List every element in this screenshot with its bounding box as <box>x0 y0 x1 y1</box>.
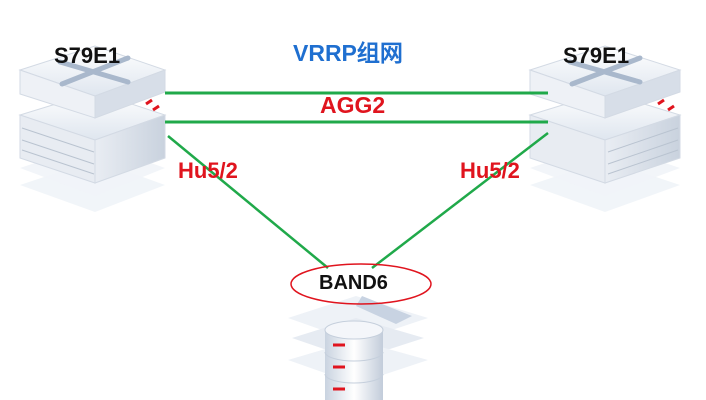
network-switch-icon <box>528 45 682 212</box>
server-label: BAND6 <box>319 272 388 294</box>
link-left-to-server <box>167 135 329 269</box>
database-server-icon <box>288 296 428 400</box>
switch-left <box>18 45 167 212</box>
server <box>288 296 428 400</box>
switch-right-label: S79E1 <box>563 43 630 68</box>
agg-label: AGG2 <box>320 92 386 118</box>
switch-left-label: S79E1 <box>54 43 121 68</box>
network-switch-icon <box>18 45 167 212</box>
links <box>165 91 549 269</box>
server-highlight-ellipse <box>290 263 432 305</box>
link-right-to-server <box>371 132 549 269</box>
diagram-title: VRRP组网 <box>293 40 403 66</box>
port-right-label: Hu5/2 <box>460 158 520 183</box>
port-left-label: Hu5/2 <box>178 158 238 183</box>
switch-right <box>528 45 682 212</box>
